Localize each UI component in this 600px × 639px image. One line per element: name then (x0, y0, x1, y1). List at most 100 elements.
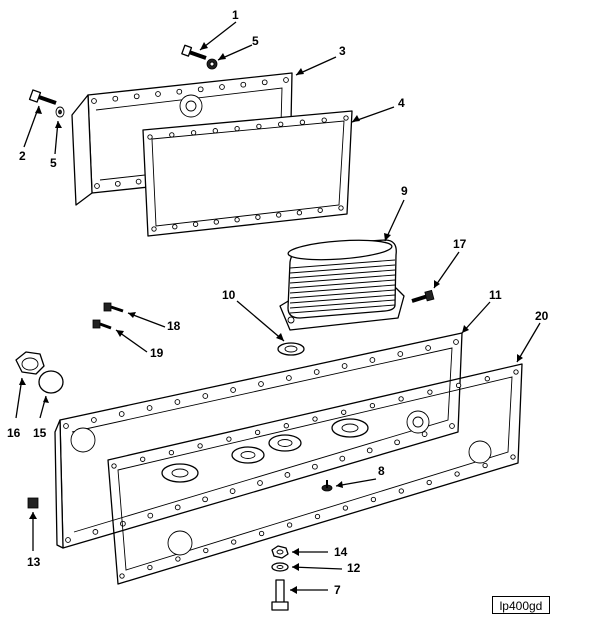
bolt-hole (257, 480, 263, 486)
bolt-hole (120, 520, 126, 527)
bolt-hole (213, 219, 219, 225)
bolt-hole (425, 345, 431, 351)
washer-5-left (55, 106, 65, 118)
bolt-hole (261, 79, 268, 86)
bolt-hole (296, 210, 303, 216)
bolt-hole (369, 357, 376, 363)
bolt-hole (394, 439, 400, 446)
bolt-hole (231, 539, 237, 545)
callout-19: 19 (150, 346, 164, 360)
bolt-hole (338, 205, 344, 211)
bolt-hole (135, 178, 142, 185)
callout-5-left: 5 (50, 156, 57, 170)
bolt-hole (172, 224, 178, 230)
bolt-hole (449, 423, 455, 429)
bolt-hole (321, 117, 327, 123)
bolt-hole (133, 93, 140, 100)
bolt-hole (119, 573, 125, 579)
bolt-hole (140, 456, 146, 462)
bolt-hole (65, 537, 71, 543)
bolt-hole (313, 369, 320, 375)
bolt-hole (254, 429, 261, 436)
bolt-hole (455, 382, 462, 389)
callout-11: 11 (489, 288, 502, 302)
bolt-hole (147, 134, 153, 140)
cooler-fin (289, 284, 396, 294)
bolt-hole (278, 121, 284, 127)
nut-14 (271, 545, 289, 559)
callout-12: 12 (347, 561, 361, 575)
cooler-fin (289, 294, 396, 304)
bolt-hole (212, 128, 218, 134)
cooler-fin (289, 274, 396, 284)
bolt-hole (151, 226, 157, 232)
callout-5-top: 5 (252, 34, 259, 48)
bolt-hole (283, 423, 289, 429)
callout-3: 3 (339, 44, 346, 58)
callout-15: 15 (33, 426, 47, 440)
bolt-hole (286, 522, 293, 528)
bolt-hole (190, 130, 197, 136)
screw-17 (411, 289, 435, 303)
upper-gasket (142, 110, 353, 237)
cooler-fin (289, 304, 396, 314)
bolt-hole (230, 387, 236, 393)
lower-housing (54, 332, 463, 549)
lower-gasket (107, 363, 523, 585)
bolt-hole (240, 81, 247, 88)
bolt-hole (258, 530, 265, 537)
cooler-fin (289, 269, 396, 279)
bolt-hole (286, 375, 292, 381)
bolt-7 (271, 579, 289, 611)
figure-id-label: lp400gd (492, 596, 550, 614)
bolt-hole (299, 119, 306, 125)
bolt-hole (258, 381, 264, 387)
bolt-hole (91, 417, 97, 423)
bolt-hole (234, 217, 240, 223)
bolt-hole (234, 125, 240, 132)
bolt-hole (219, 84, 225, 90)
bolt-hole (342, 505, 349, 511)
screw-1 (181, 44, 207, 60)
bolt-hole (317, 207, 323, 213)
bolt-hole (256, 123, 262, 130)
plug-13 (27, 497, 39, 509)
bolt-hole (454, 471, 460, 477)
callout-8: 8 (378, 464, 385, 478)
callout-13: 13 (27, 555, 41, 569)
oil-cooler (279, 239, 405, 331)
bolt-hole (203, 547, 209, 554)
bolt-hole (111, 463, 117, 469)
bolt-hole (341, 363, 348, 369)
bolt-hole (284, 472, 291, 478)
screw-8 (321, 480, 333, 492)
bolt-hole (192, 221, 199, 227)
cooler-fin (289, 289, 396, 299)
bolt-hole (176, 88, 183, 95)
bolt-hole (427, 389, 433, 395)
callout-14: 14 (334, 545, 348, 559)
screw-19 (92, 319, 112, 330)
washer-5-top (206, 58, 218, 70)
bolt-hole (370, 496, 377, 503)
bolt-hole (202, 496, 208, 503)
callout-4: 4 (398, 96, 405, 110)
callout-9: 9 (401, 184, 408, 198)
bolt-hole (147, 564, 153, 571)
callout-7: 7 (334, 583, 341, 597)
washer-12 (271, 562, 289, 572)
bolt-hole (397, 351, 404, 357)
bolt-hole (453, 339, 459, 345)
bolt-hole (421, 431, 428, 437)
bolt-hole (63, 423, 69, 429)
bolt-hole (482, 462, 488, 469)
bolt-hole (155, 91, 161, 97)
bolt-hole (314, 513, 321, 520)
small-gasket-10 (277, 342, 305, 356)
bolt-hole (147, 512, 154, 519)
bolt-hole (114, 180, 121, 187)
callout-20: 20 (535, 309, 549, 323)
cooler-fin (289, 299, 396, 309)
bolt-hole (169, 132, 175, 138)
